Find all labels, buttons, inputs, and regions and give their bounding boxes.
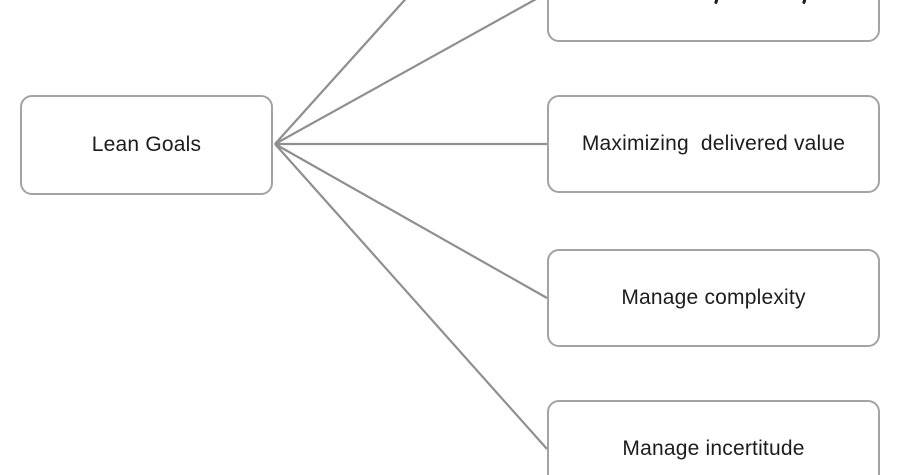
connector-line-to-manage-incertitude (274, 143, 548, 450)
node-manage-complexity-label: Manage complexity (621, 286, 806, 309)
node-top-clipped (547, 0, 880, 42)
node-maximizing-delivered-value-label: Maximizing delivered value (581, 132, 846, 155)
node-manage-incertitude-label: Manage incertitude (622, 437, 805, 460)
node-manage-complexity: Manage complexity (547, 249, 880, 347)
connector-line-to-top-clipped-node (274, 0, 537, 145)
clipped-text-descender-icon (714, 0, 719, 5)
node-lean-goals-label: Lean Goals (91, 133, 202, 156)
node-lean-goals: Lean Goals (20, 95, 273, 195)
connector-line-to-manage-complexity (274, 143, 548, 299)
node-manage-incertitude: Manage incertitude (547, 400, 880, 475)
clipped-text-descender-icon (802, 0, 807, 5)
node-maximizing-delivered-value: Maximizing delivered value (547, 95, 880, 193)
connector-line-to-offscreen-node (274, 0, 407, 145)
